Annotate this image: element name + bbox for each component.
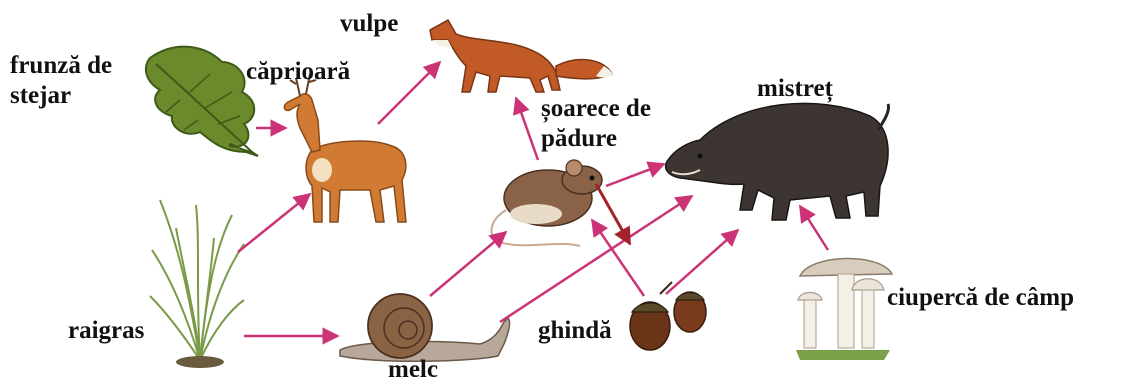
roe-deer-label: căprioară: [246, 57, 350, 87]
fox-label: vulpe: [340, 9, 398, 39]
wood-mouse-label-line2: pădure: [541, 124, 651, 154]
fox-image: [430, 20, 613, 92]
wild-boar-label: mistreț: [757, 74, 833, 104]
oak-leaf-image: [146, 47, 258, 156]
ryegrass-label: raigras: [68, 316, 144, 346]
wood-mouse-label-line1: șoarece de: [541, 94, 651, 124]
ryegrass-image: [150, 200, 244, 368]
acorn-label: ghindă: [538, 316, 612, 346]
arrow-mushroom-to-wild-boar: [800, 206, 828, 250]
arrow-snail-to-wood-mouse: [430, 232, 506, 296]
snail-label: melc: [388, 355, 438, 385]
oak-leaf-label-line2: stejar: [10, 81, 112, 111]
snail-image: [340, 294, 510, 361]
arrow-wood-mouse-to-wild-boar: [606, 164, 664, 186]
field-mushroom-label: ciupercă de câmp: [887, 283, 1074, 313]
arrow-wood-mouse-to-fox: [516, 98, 538, 160]
wood-mouse-image: [491, 160, 602, 246]
field-mushroom-image: [796, 258, 892, 360]
wild-boar-image: [666, 103, 889, 220]
oak-leaf-label: frunză de stejar: [10, 51, 112, 111]
oak-leaf-label-line1: frunză de: [10, 51, 112, 81]
arrow-roe-deer-to-fox: [378, 62, 440, 124]
arrow-ryegrass-to-roe-deer: [238, 194, 310, 252]
arrow-acorn-to-wild-boar: [666, 230, 738, 294]
wood-mouse-label: șoarece de pădure: [541, 94, 651, 154]
